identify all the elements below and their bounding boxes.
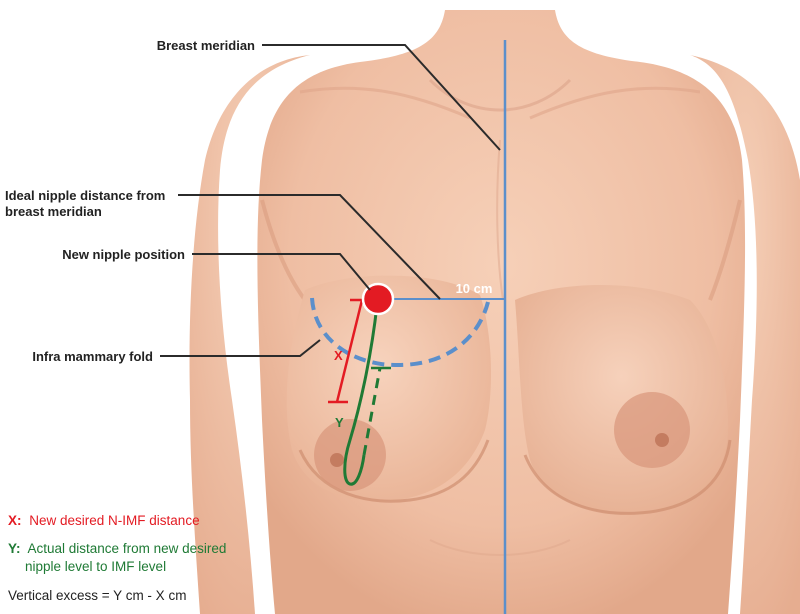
- leader-new-nipple: [192, 253, 371, 291]
- right-axilla-shadow: [708, 199, 742, 301]
- legend-x: X: New desired N-IMF distance: [8, 513, 200, 528]
- y-measure-loop: [343, 304, 379, 486]
- x-measure-line: [335, 299, 364, 403]
- left-arm: [189, 55, 310, 614]
- legend-y-text-1: Actual distance from new desired: [28, 541, 227, 556]
- right-areola: [614, 392, 690, 468]
- sternum-shadow: [496, 139, 504, 301]
- y-measure: [343, 304, 391, 486]
- label-ideal-distance-1: Ideal nipple distance from: [5, 188, 165, 203]
- left-axilla-shadow: [260, 199, 307, 302]
- left-breast-fold: [298, 439, 490, 503]
- torso-illustration: [189, 10, 800, 614]
- right-nipple: [655, 433, 669, 447]
- label-imf: Infra mammary fold: [32, 349, 153, 364]
- right-breast: [515, 285, 729, 515]
- left-clavicle: [299, 86, 471, 120]
- abdomen-shadow: [429, 539, 571, 556]
- left-nipple: [330, 453, 344, 467]
- infra-mammary-fold-curve: [310, 297, 490, 368]
- leader-breast-meridian: [262, 44, 501, 151]
- legend-y-line2: nipple level to IMF level: [25, 559, 166, 574]
- leader-ideal-distance: [178, 194, 441, 300]
- new-nipple-marker: [361, 282, 395, 316]
- legend-y-key: Y:: [8, 541, 21, 556]
- left-areola: [314, 419, 386, 491]
- legend-x-text: New desired N-IMF distance: [29, 513, 199, 528]
- legend-vertical-excess: Vertical excess = Y cm - X cm: [8, 588, 186, 603]
- legend-y-line1: Y: Actual distance from new desired: [8, 541, 226, 556]
- label-new-nipple: New nipple position: [62, 247, 185, 262]
- label-breast-meridian: Breast meridian: [157, 38, 255, 53]
- right-clavicle: [529, 86, 701, 120]
- leader-imf: [160, 339, 321, 357]
- label-ideal-distance-2: breast meridian: [5, 204, 102, 219]
- legend: X: New desired N-IMF distance Y: Actual …: [8, 513, 226, 603]
- label-y-marker: Y: [335, 415, 344, 430]
- neck-shadow: [428, 78, 572, 112]
- y-measure-dashed: [362, 367, 382, 456]
- label-ten-cm: 10 cm: [456, 281, 493, 296]
- legend-x-key: X:: [8, 513, 22, 528]
- right-breast-fold: [523, 439, 732, 515]
- label-x-marker: X: [334, 348, 343, 363]
- right-arm: [690, 55, 800, 614]
